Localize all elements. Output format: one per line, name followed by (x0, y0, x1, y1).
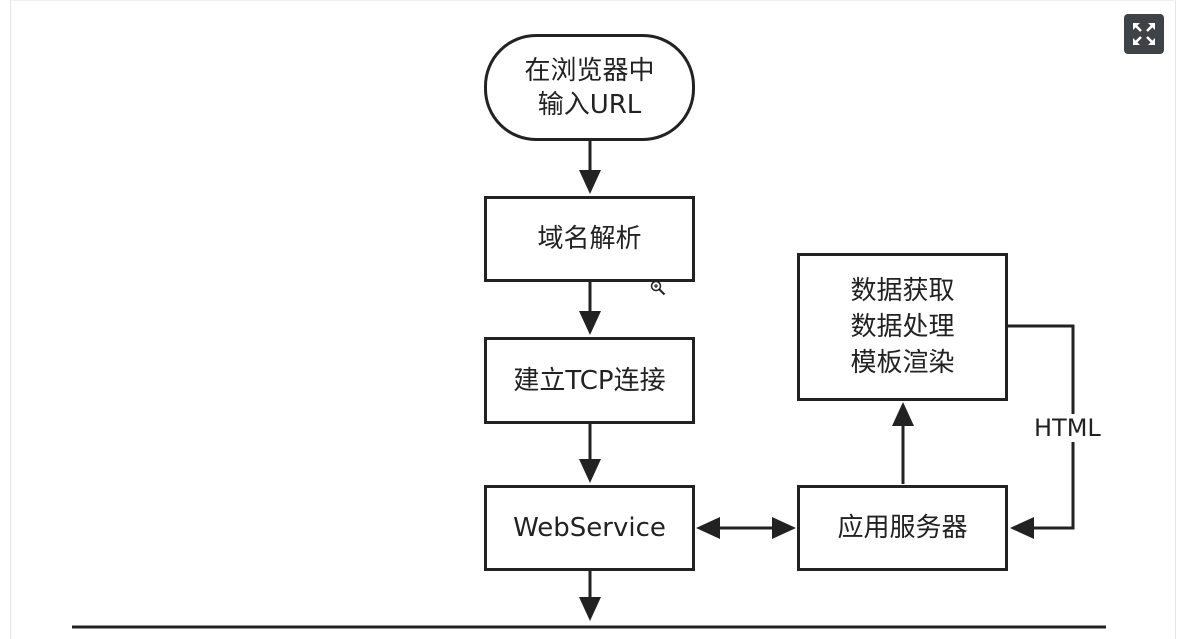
arrowhead-appserver-to-processing (892, 402, 914, 426)
arrowhead-tcp-to-webservice (579, 459, 601, 483)
expand-icon (1133, 23, 1155, 45)
node-webservice: WebService (484, 485, 695, 571)
zoom-in-icon (650, 280, 666, 296)
node-dns: 域名解析 (484, 196, 695, 282)
arrowhead-to-webservice (696, 517, 720, 539)
arrowhead-processing-to-appserver (1010, 517, 1034, 539)
node-app-server: 应用服务器 (797, 485, 1008, 571)
node-processing: 数据获取 数据处理 模板渲染 (797, 253, 1008, 401)
arrowhead-dns-to-tcp (579, 311, 601, 335)
arrowhead-webservice-down (579, 597, 601, 621)
arrowhead-to-appserver (772, 517, 796, 539)
edge-label-html: HTML (1032, 414, 1103, 442)
arrowhead-input-to-dns (579, 170, 601, 194)
node-input-url: 在浏览器中 输入URL (484, 34, 695, 141)
fullscreen-button[interactable] (1124, 14, 1164, 54)
node-tcp: 建立TCP连接 (484, 337, 695, 424)
